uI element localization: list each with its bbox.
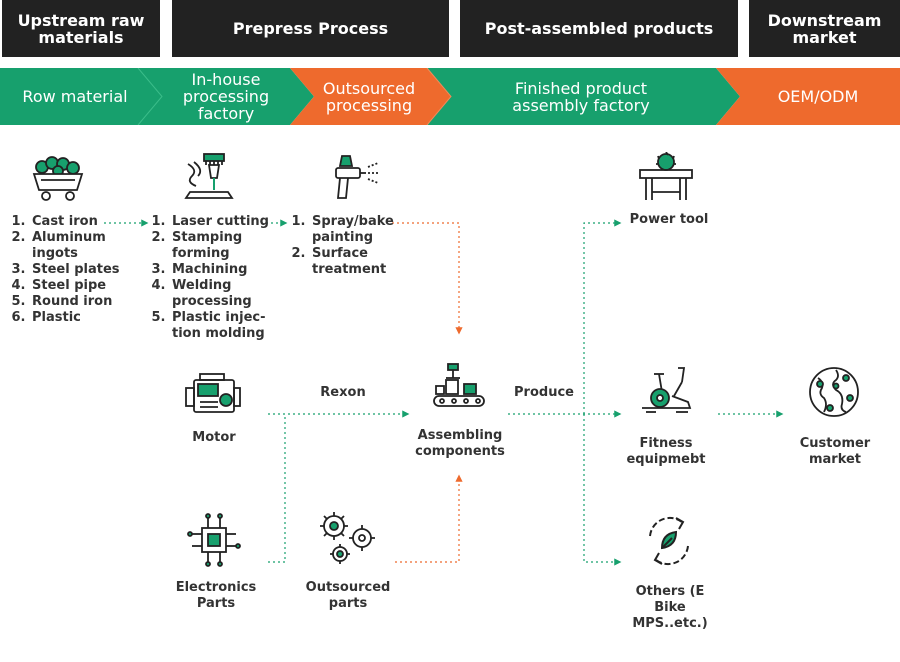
stage-outsourced-shape xyxy=(290,68,451,125)
stage-row-material: Row material xyxy=(22,87,128,106)
assembly-line-icon xyxy=(433,363,485,407)
inhouse-process-item: Stamping forming xyxy=(170,230,282,262)
raw-material-item: Round iron xyxy=(30,294,122,310)
raw-material-item: Steel plates xyxy=(30,262,122,278)
header-downstream: Downstream market xyxy=(749,0,900,57)
electronics-label: Electronics Parts xyxy=(175,580,257,611)
header-upstream-label: Upstream raw materials xyxy=(17,10,145,47)
stage-oem: OEM/ODM xyxy=(777,87,859,106)
header-prepress-label: Prepress Process xyxy=(232,19,389,38)
others-label: Others (E Bike MPS..etc.) xyxy=(632,584,708,631)
edge-outsourced-parts-to-assembly xyxy=(395,474,463,563)
assembling-label: Assembling components xyxy=(415,428,505,459)
inhouse-process-item: Machining xyxy=(170,262,282,278)
edge-electronics-to-motor-line xyxy=(268,414,286,563)
stage-outsourced: Outsourced processing xyxy=(322,78,416,115)
edge-branch-others xyxy=(583,414,622,566)
stage-assembly: Finished product assembly factory xyxy=(512,78,650,115)
stage-band xyxy=(0,68,900,125)
outsourced-process-list: Spray/bake painting Surface treatment xyxy=(294,214,414,278)
header-post-assembled-label: Post-assembled products xyxy=(484,19,714,38)
gears-icon xyxy=(320,512,375,564)
outsourced-process-item: Spray/bake painting xyxy=(310,214,414,246)
edge-label-produce: Produce xyxy=(514,385,574,400)
header-post-assembled: Post-assembled products xyxy=(460,0,738,57)
mine-cart-icon xyxy=(32,156,84,201)
edge-label-rexon: Rexon xyxy=(320,385,366,400)
stage-row-material-shape xyxy=(0,68,162,125)
power-tool-label: Power tool xyxy=(629,212,709,227)
header-prepress: Prepress Process xyxy=(172,0,449,57)
table-saw-icon xyxy=(639,152,693,200)
stage-oem-shape xyxy=(716,68,900,125)
engine-icon xyxy=(185,373,241,413)
recycle-icon xyxy=(649,516,689,566)
customer-label: Customer market xyxy=(799,436,871,467)
globe-icon xyxy=(809,367,859,417)
laser-cutting-icon xyxy=(184,153,234,199)
raw-material-item: Steel pipe xyxy=(30,278,122,294)
raw-material-item: Cast iron xyxy=(30,214,122,230)
spray-gun-icon xyxy=(335,155,380,199)
raw-material-item: Plastic xyxy=(30,310,122,326)
chip-icon xyxy=(187,513,241,567)
outsourced-process-item: Surface treatment xyxy=(310,246,414,278)
header-upstream: Upstream raw materials xyxy=(2,0,160,57)
raw-material-item: Aluminum ingots xyxy=(30,230,122,262)
inhouse-process-list: Laser cutting Stamping forming Machining… xyxy=(154,214,282,342)
fitness-label: Fitness equipmebt xyxy=(626,436,706,467)
inhouse-process-item: Laser cutting xyxy=(170,214,282,230)
header-downstream-label: Downstream market xyxy=(767,10,882,47)
edge-branch-power-tool xyxy=(583,219,622,414)
exercise-bike-icon xyxy=(642,367,692,413)
outsourced-parts-label: Outsourced parts xyxy=(305,580,391,611)
motor-label: Motor xyxy=(192,430,236,445)
inhouse-process-item: Welding processing xyxy=(170,278,282,310)
edge-outsourced-to-assembly xyxy=(392,222,463,335)
raw-materials-list: Cast iron Aluminum ingots Steel plates S… xyxy=(14,214,122,326)
stage-assembly-shape xyxy=(427,68,740,125)
inhouse-process-item: Plastic injec-tion molding xyxy=(170,310,282,342)
stage-inhouse: In-house processing factory xyxy=(182,70,270,123)
stage-inhouse-shape xyxy=(138,68,314,125)
